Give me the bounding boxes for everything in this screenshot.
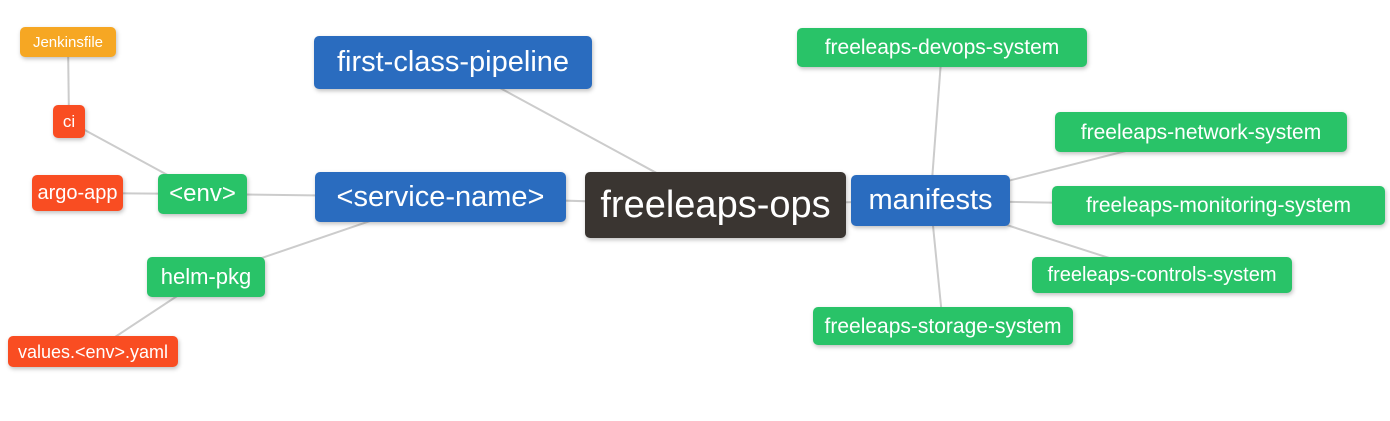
mindmap-node-helm-pkg[interactable]: helm-pkg — [147, 257, 265, 297]
mindmap-node-freeleaps-storage-system[interactable]: freeleaps-storage-system — [813, 307, 1073, 345]
mindmap-node-env[interactable]: <env> — [158, 174, 247, 214]
node-label-freeleaps-devops-system: freeleaps-devops-system — [824, 36, 1060, 59]
node-label-jenkinsfile: Jenkinsfile — [32, 33, 104, 51]
mindmap-node-jenkinsfile[interactable]: Jenkinsfile — [20, 27, 116, 57]
mindmap-node-manifests[interactable]: manifests — [851, 175, 1010, 226]
mindmap-node-freeleaps-devops-system[interactable]: freeleaps-devops-system — [797, 28, 1087, 67]
mindmap-node-first-class-pipeline[interactable]: first-class-pipeline — [314, 36, 592, 89]
mindmap-node-freeleaps-monitoring-system[interactable]: freeleaps-monitoring-system — [1052, 186, 1385, 225]
node-label-argo-app: argo-app — [37, 182, 118, 204]
node-label-freeleaps-monitoring-system: freeleaps-monitoring-system — [1086, 194, 1351, 217]
mindmap-node-service-name[interactable]: <service-name> — [315, 172, 566, 222]
mindmap-node-freeleaps-controls-system[interactable]: freeleaps-controls-system — [1032, 257, 1292, 293]
mindmap-node-freeleaps-ops[interactable]: freeleaps-ops — [585, 172, 846, 238]
node-label-freeleaps-controls-system: freeleaps-controls-system — [1047, 264, 1277, 286]
node-label-values-env-yaml: values.<env>.yaml — [17, 341, 169, 362]
node-label-service-name: <service-name> — [336, 180, 545, 213]
node-label-helm-pkg: helm-pkg — [160, 264, 252, 289]
mindmap-node-argo-app[interactable]: argo-app — [32, 175, 123, 211]
node-label-freeleaps-storage-system: freeleaps-storage-system — [824, 314, 1062, 338]
node-label-first-class-pipeline: first-class-pipeline — [336, 46, 570, 78]
node-label-freeleaps-network-system: freeleaps-network-system — [1080, 120, 1322, 144]
mindmap-node-values-env-yaml[interactable]: values.<env>.yaml — [8, 336, 178, 367]
node-label-ci: ci — [62, 112, 76, 131]
node-label-env: <env> — [169, 180, 236, 207]
node-label-freeleaps-ops: freeleaps-ops — [600, 184, 831, 226]
mindmap-node-ci[interactable]: ci — [53, 105, 85, 138]
node-label-manifests: manifests — [868, 184, 993, 216]
mindmap-node-freeleaps-network-system[interactable]: freeleaps-network-system — [1055, 112, 1347, 152]
